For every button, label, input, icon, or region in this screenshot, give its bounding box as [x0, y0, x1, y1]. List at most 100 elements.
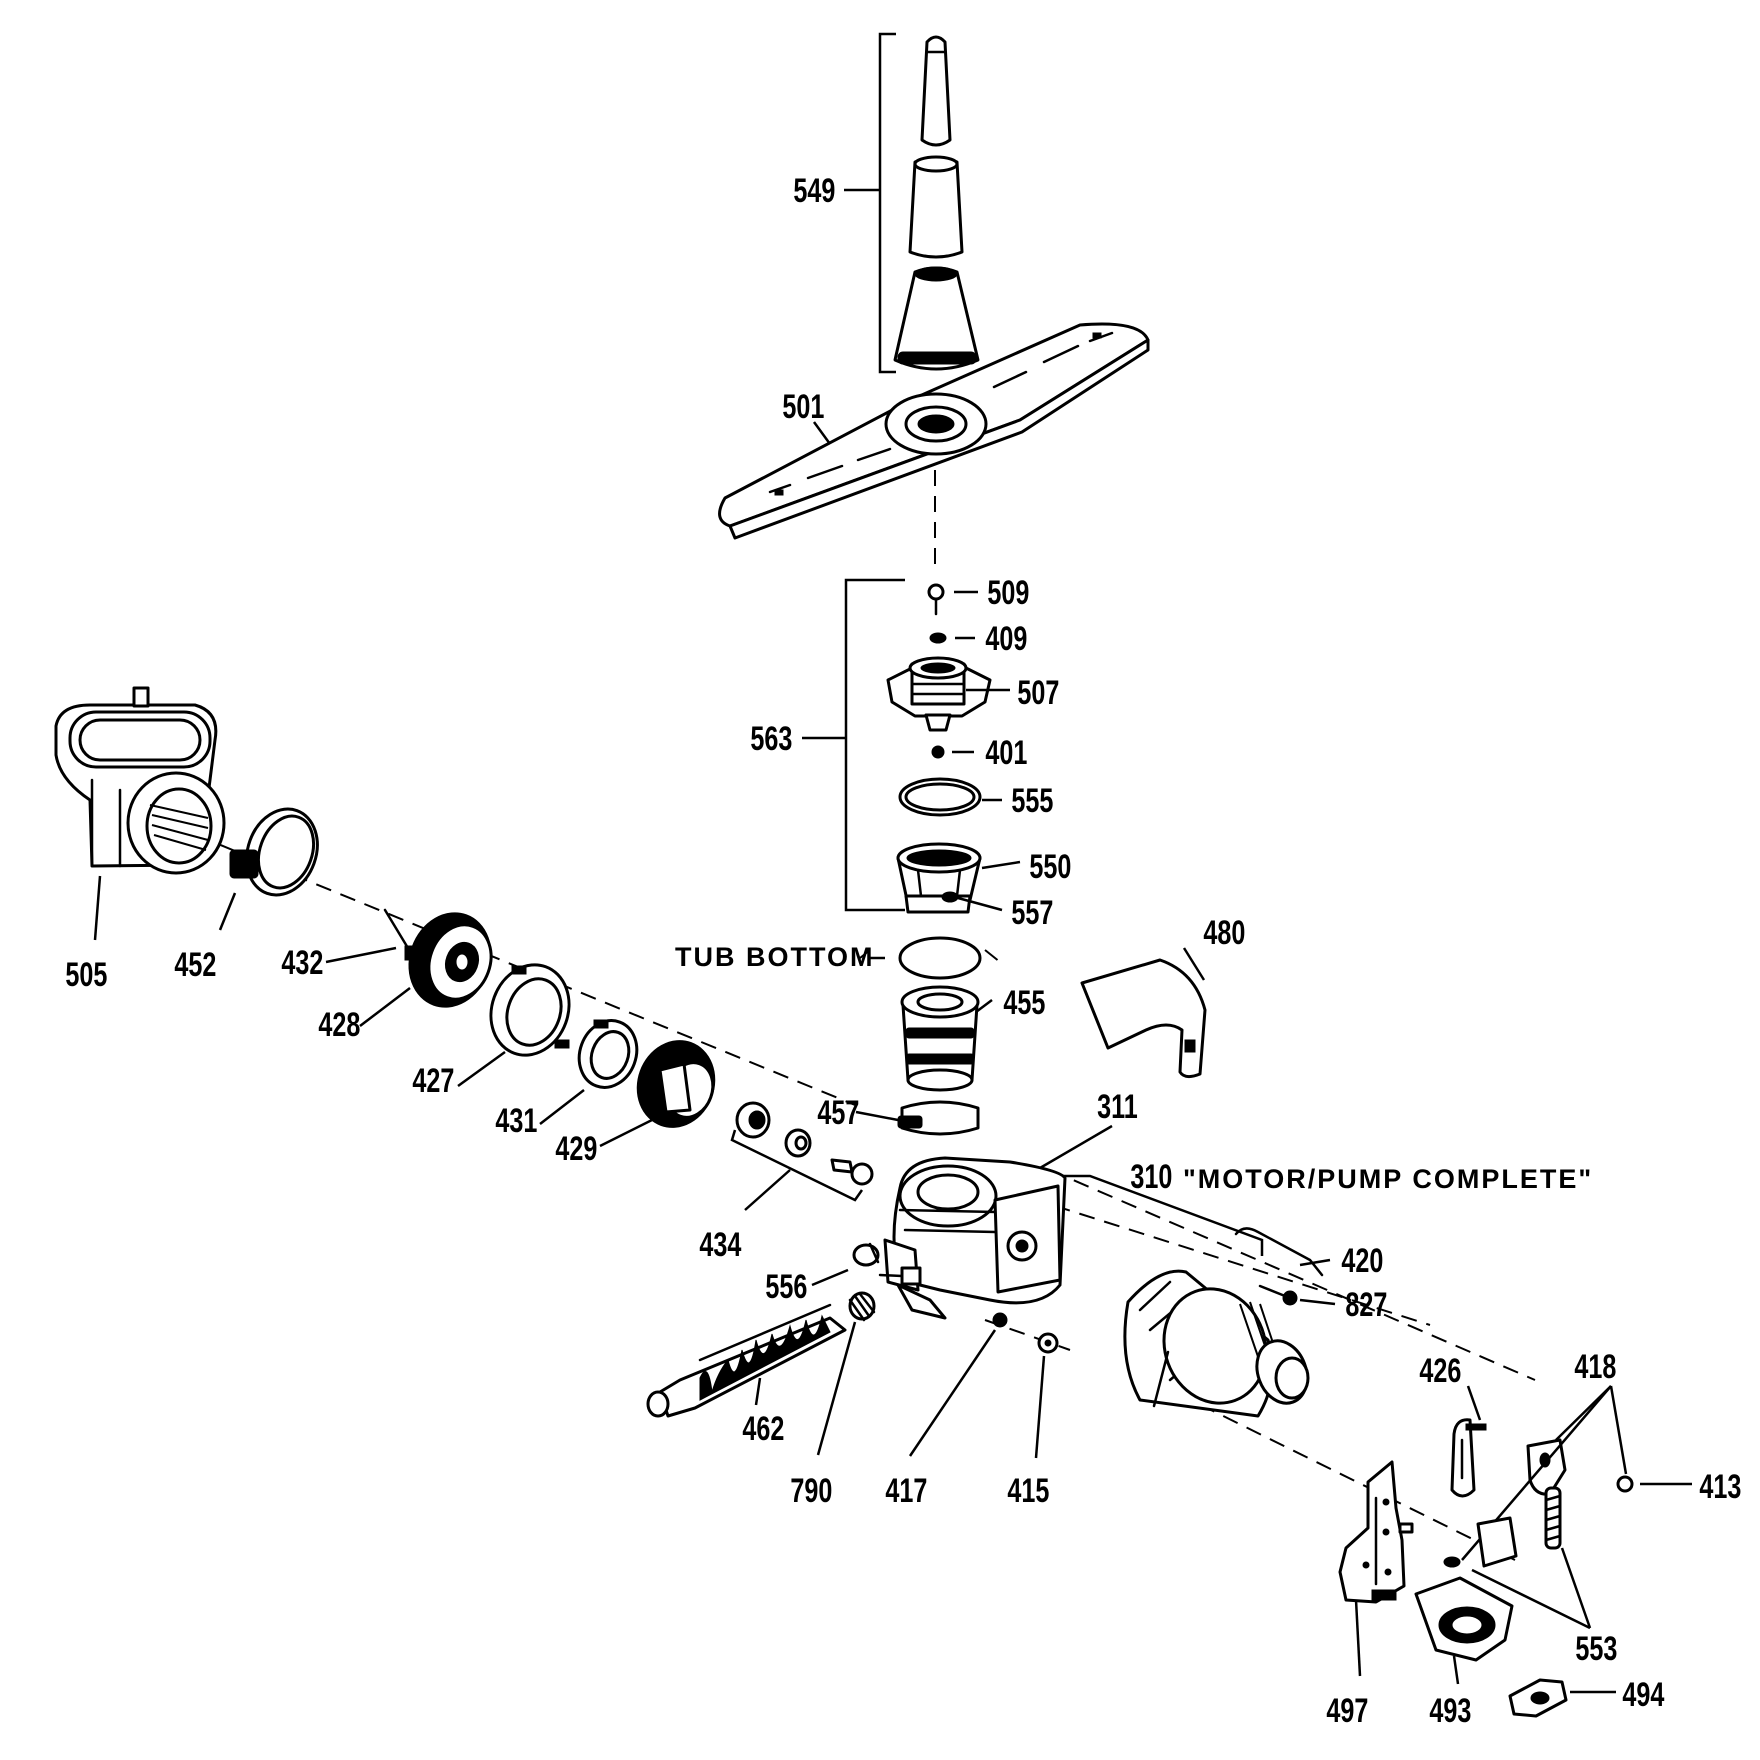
part-556-pin [852, 1242, 880, 1267]
leader-432 [325, 946, 397, 964]
leader-417 [908, 1329, 997, 1457]
part-401-ball [931, 745, 945, 759]
leader-455 [975, 999, 993, 1013]
leader-420 [1299, 1258, 1331, 1267]
label-401: 401 [985, 734, 1027, 772]
part-434-fastener-group [735, 1101, 874, 1186]
label-427: 427 [412, 1062, 454, 1100]
label-420: 420 [1341, 1242, 1383, 1280]
leader-553-a [1471, 1568, 1591, 1630]
label-434: 434 [699, 1226, 741, 1264]
part-455-seal-assembly [900, 985, 980, 1092]
label-494: 494 [1622, 1676, 1664, 1714]
label-429: 429 [555, 1130, 597, 1168]
leader-429 [599, 1118, 653, 1148]
label-409: 409 [985, 620, 1027, 658]
part-418-bracket [1526, 1438, 1567, 1496]
leader-550 [981, 860, 1021, 870]
leader-556 [811, 1268, 849, 1287]
bracket-434 [730, 1129, 864, 1202]
label-555: 555 [1011, 782, 1053, 820]
label-827: 827 [1345, 1286, 1387, 1324]
part-480-shield [1080, 958, 1207, 1079]
tub-bottom-ring [898, 936, 982, 980]
label-509: 509 [987, 574, 1029, 612]
bracket-310 [1062, 1174, 1264, 1256]
part-497-mounting-bracket [1338, 1460, 1414, 1604]
part-827-screw [1258, 1284, 1298, 1306]
label-549: 549 [793, 172, 835, 210]
label-556: 556 [765, 1268, 807, 1306]
leader-415 [1034, 1355, 1046, 1459]
part-429-impeller [636, 1040, 716, 1128]
leader-434 [744, 1169, 791, 1211]
part-452-clamp [229, 807, 319, 897]
leader-557 [957, 896, 1003, 912]
label-790: 790 [790, 1472, 832, 1510]
label-418: 418 [1574, 1348, 1616, 1386]
part-426-clip [1450, 1418, 1487, 1498]
label-413: 413 [1699, 1468, 1741, 1506]
part-417-nut [992, 1312, 1008, 1328]
caption-motor-pump-complete: "MOTOR/PUMP COMPLETE" [1183, 1164, 1593, 1194]
label-505: 505 [65, 956, 107, 994]
label-417: 417 [885, 1472, 927, 1510]
label-553: 553 [1575, 1630, 1617, 1668]
label-431: 431 [495, 1102, 537, 1140]
label-426: 426 [1419, 1352, 1461, 1390]
part-427-ring [489, 963, 571, 1057]
leader-462 [754, 1377, 762, 1406]
part-457-clamp [897, 1100, 980, 1136]
part-790-spring [848, 1291, 876, 1322]
part-494-bumper [1508, 1678, 1568, 1718]
label-455: 455 [1003, 984, 1045, 1022]
label-493: 493 [1429, 1692, 1471, 1730]
part-462-worm-shaft [646, 1303, 847, 1418]
leader-428 [359, 987, 411, 1027]
part-431-impeller-ring [577, 1019, 639, 1089]
leader-497 [1354, 1599, 1362, 1677]
part-550-nut [896, 842, 982, 902]
part-549-spray-tower [844, 32, 980, 374]
part-553-spring [1443, 1486, 1562, 1568]
leader-493 [1452, 1655, 1460, 1685]
leader-431 [539, 1089, 585, 1125]
leader-505 [93, 875, 102, 941]
caption-tub-bottom: TUB BOTTOM [675, 942, 874, 972]
bracket-563 [844, 578, 905, 912]
part-509-screw [927, 583, 945, 616]
part-311-pump-housing [878, 1156, 1067, 1320]
leader-427 [457, 1050, 506, 1088]
part-420-wire [1234, 1227, 1324, 1277]
label-557: 557 [1011, 894, 1053, 932]
leader-501 [812, 421, 832, 445]
part-413-clip [1616, 1475, 1634, 1493]
leader-452 [218, 892, 237, 931]
part-507-bearing [886, 656, 992, 732]
part-555-o-ring [898, 777, 982, 817]
label-457: 457 [817, 1094, 859, 1132]
part-409-washer [929, 632, 947, 644]
label-480: 480 [1203, 914, 1245, 952]
leader-790 [816, 1321, 857, 1456]
leader-418-b [1555, 1385, 1612, 1441]
leader-827 [1299, 1298, 1336, 1306]
part-501-upper-spray-arm [718, 322, 1150, 540]
part-motor [1123, 1269, 1310, 1418]
leader-480 [1182, 947, 1206, 981]
label-501: 501 [782, 388, 824, 426]
label-550: 550 [1029, 848, 1071, 886]
part-557-seal [904, 891, 972, 914]
part-493-motor-mount [1414, 1576, 1514, 1662]
label-432: 432 [281, 944, 323, 982]
leader-457 [855, 1110, 899, 1122]
leader-553-b [1560, 1547, 1592, 1629]
label-415: 415 [1007, 1472, 1049, 1510]
label-428: 428 [318, 1006, 360, 1044]
part-415-washer [1037, 1332, 1059, 1354]
label-311: 311 [1097, 1088, 1138, 1126]
leader-418-c [1609, 1385, 1628, 1475]
assembly-axis-lines [195, 470, 1536, 1561]
part-505-housing [54, 686, 226, 875]
